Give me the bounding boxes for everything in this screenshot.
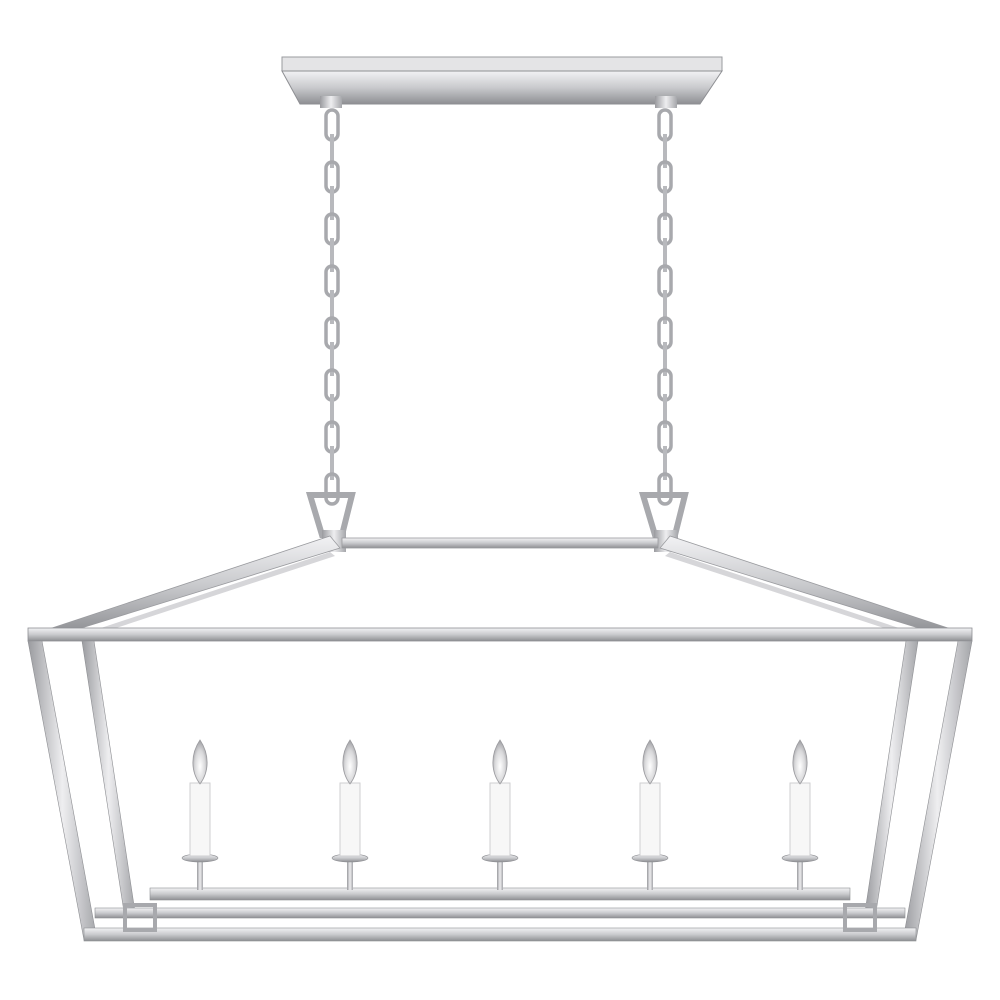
candle (481, 739, 519, 890)
flame-bulb-icon (342, 739, 358, 785)
flame-bulb-icon (642, 739, 658, 785)
candle (781, 739, 819, 890)
chain-link (324, 472, 340, 506)
candle-stem (797, 860, 803, 890)
flame-bulb-icon (792, 739, 808, 785)
chain (657, 108, 673, 506)
flame-bulb-icon (492, 739, 508, 785)
candle-sleeve (489, 782, 511, 857)
candle-stem (647, 860, 653, 890)
candle-sleeve (789, 782, 811, 857)
candle-stem (347, 860, 353, 890)
chain-link (657, 472, 673, 506)
hanging-chains (324, 108, 673, 506)
chain (324, 108, 340, 506)
lantern-legs (27, 640, 973, 941)
candle-sleeve (339, 782, 361, 857)
flame-bulb-icon (192, 739, 208, 785)
candle-arms (181, 739, 819, 890)
candle (631, 739, 669, 890)
candle-sleeve (639, 782, 661, 857)
lantern-bottom-frame (83, 887, 917, 942)
candle-stem (497, 860, 503, 890)
candle-stem (197, 860, 203, 890)
ceiling-canopy (281, 56, 723, 108)
candle (181, 739, 219, 890)
candle (331, 739, 369, 890)
lantern-top-frame (27, 535, 973, 642)
candle-sleeve (189, 782, 211, 857)
